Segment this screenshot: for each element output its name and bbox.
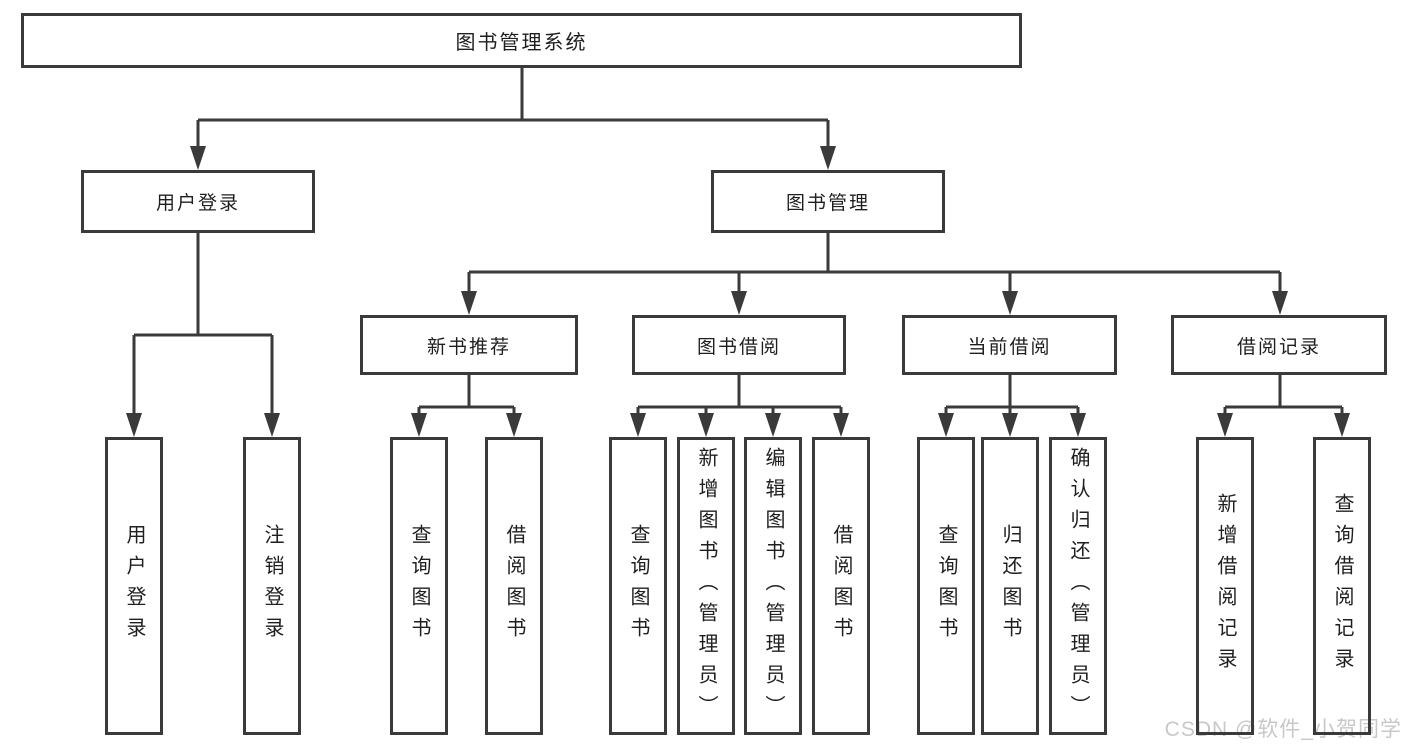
leaf-return-books-label: 归还图书 [999,524,1021,648]
csdn-watermark: CSDN @软件_小贺同学 [1164,718,1402,741]
leaf-query-borrow-record-label: 查询借阅记录 [1331,493,1353,679]
node-current-borrowing-label: 当前借阅 [967,336,1052,358]
node-book-borrowing: 图书借阅 [632,315,846,375]
leaf-confirm-return-admin-label: 确认归还（管理员） [1067,446,1089,726]
leaf-query-books-current: 查询图书 [917,437,975,735]
node-borrowing-records: 借阅记录 [1171,315,1387,375]
node-borrowing-records-label: 借阅记录 [1236,336,1321,358]
node-book-management: 图书管理 [711,170,945,233]
node-new-book-recommend-label: 新书推荐 [426,336,511,358]
leaf-query-borrow-record: 查询借阅记录 [1313,437,1371,735]
leaf-borrow-books-recommend-label: 借阅图书 [503,524,525,648]
arrowheads [126,146,1350,437]
leaf-add-borrow-record-label: 新增借阅记录 [1214,493,1236,679]
node-user-login-label: 用户登录 [155,193,240,214]
leaf-query-books-recommend-label: 查询图书 [408,524,430,648]
leaf-query-books-recommend: 查询图书 [390,437,448,735]
leaf-borrow-books: 借阅图书 [812,437,870,735]
leaf-confirm-return-admin: 确认归还（管理员） [1049,437,1107,735]
node-user-login: 用户登录 [81,170,315,233]
leaf-add-borrow-record: 新增借阅记录 [1196,437,1254,735]
leaf-logout: 注销登录 [243,437,301,735]
leaf-borrow-books-recommend: 借阅图书 [485,437,543,735]
leaf-user-login-label: 用户登录 [123,524,145,648]
node-current-borrowing: 当前借阅 [902,315,1117,375]
leaf-return-books: 归还图书 [981,437,1039,735]
leaf-query-books-current-label: 查询图书 [935,524,957,648]
leaf-add-book-admin: 新增图书（管理员） [677,437,735,735]
node-new-book-recommend: 新书推荐 [360,315,578,375]
leaf-add-book-admin-label: 新增图书（管理员） [695,446,717,726]
node-library-management-system-label: 图书管理系统 [455,32,588,54]
leaf-logout-label: 注销登录 [261,524,283,648]
leaf-query-books-borrowing-label: 查询图书 [627,524,649,648]
leaf-borrow-books-label: 借阅图书 [830,524,852,648]
node-book-borrowing-label: 图书借阅 [696,336,781,358]
leaf-query-books-borrowing: 查询图书 [609,437,667,735]
leaf-edit-book-admin: 编辑图书（管理员） [744,437,802,735]
node-book-management-label: 图书管理 [785,193,870,214]
node-library-management-system: 图书管理系统 [21,13,1022,68]
leaf-edit-book-admin-label: 编辑图书（管理员） [762,446,784,726]
leaf-user-login: 用户登录 [105,437,163,735]
